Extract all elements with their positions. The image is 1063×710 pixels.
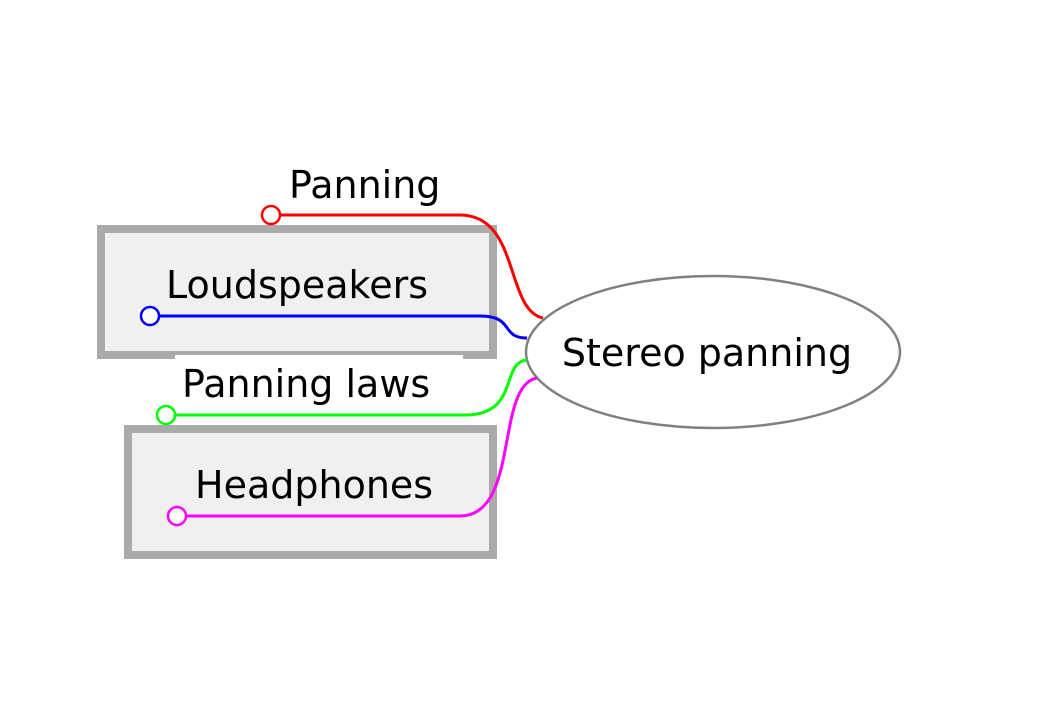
root-node[interactable] <box>524 274 902 430</box>
branch-label-headphones[interactable]: Headphones <box>195 463 433 507</box>
headphones-box <box>124 425 497 559</box>
branch-endpoint-loudspeakers[interactable] <box>139 305 161 327</box>
branch-endpoint-panning[interactable] <box>260 204 282 226</box>
branch-connector-panning <box>271 213 544 320</box>
branch-endpoint-panning-laws[interactable] <box>155 404 177 426</box>
label-backdrop <box>175 355 463 365</box>
branch-label-loudspeakers[interactable]: Loudspeakers <box>166 263 428 307</box>
branch-label-panning[interactable]: Panning <box>289 163 440 207</box>
branch-connector-panning-laws <box>166 358 528 417</box>
branch-label-panning-laws[interactable]: Panning laws <box>182 362 430 406</box>
branch-connector-loudspeakers <box>150 314 528 340</box>
branch-endpoint-headphones[interactable] <box>166 505 188 527</box>
branch-connector-headphones <box>177 376 538 518</box>
root-label[interactable]: Stereo panning <box>562 331 852 375</box>
